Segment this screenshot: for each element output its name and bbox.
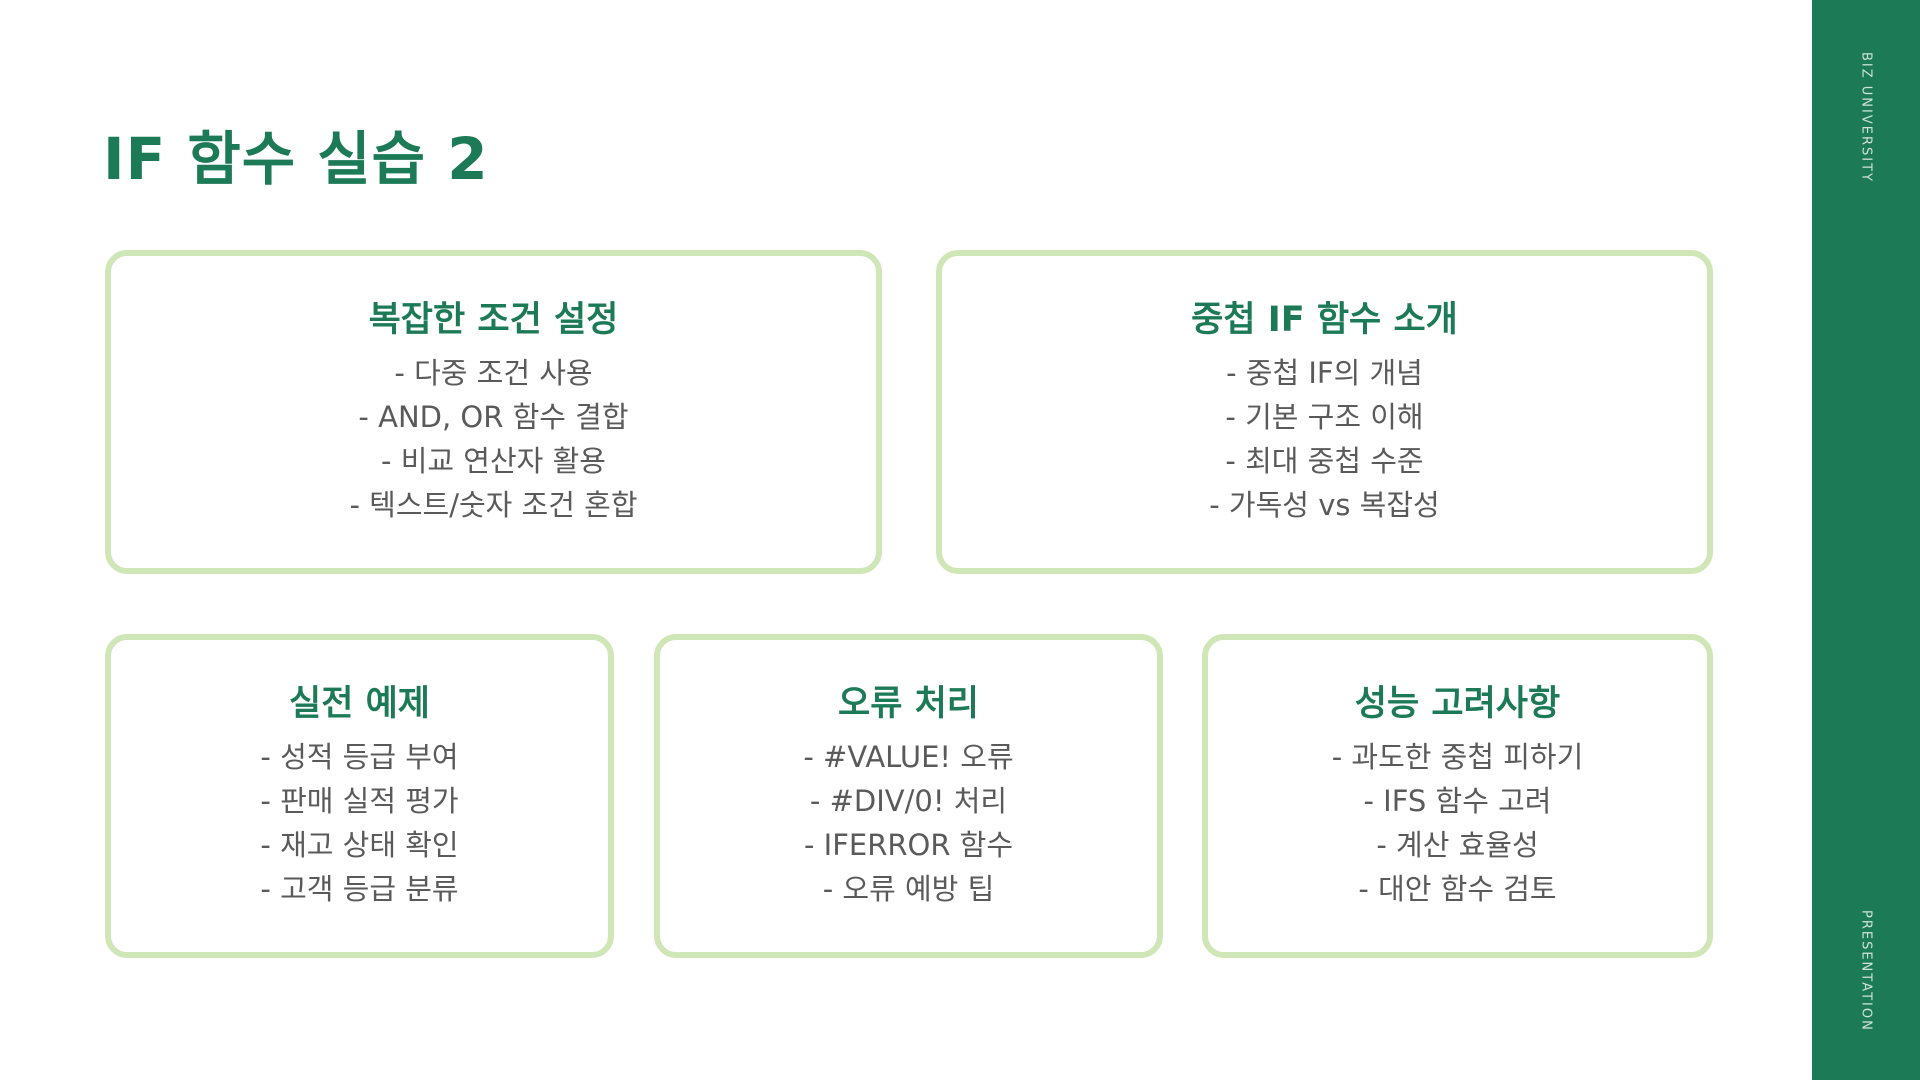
card-item: - 오류 예방 팁 (822, 872, 995, 906)
card-title: 실전 예제 (289, 684, 430, 724)
card-error-handling: 오류 처리 - #VALUE! 오류 - #DIV/0! 처리 - IFERRO… (654, 634, 1163, 958)
card-item: - 텍스트/숫자 조건 혼합 (349, 488, 638, 522)
card-item: - 기본 구조 이해 (1225, 400, 1424, 434)
card-item-list: - 과도한 중첩 피하기 - IFS 함수 고려 - 계산 효율성 - 대안 함… (1332, 735, 1584, 911)
card-item: - 대안 함수 검토 (1358, 872, 1557, 906)
card-item: - #VALUE! 오류 (803, 740, 1014, 774)
card-item: - 고객 등급 분류 (260, 872, 459, 906)
card-item: - 비교 연산자 활용 (381, 444, 606, 478)
card-item-list: - 다중 조건 사용 - AND, OR 함수 결합 - 비교 연산자 활용 -… (349, 351, 637, 527)
card-item: - 판매 실적 평가 (260, 784, 459, 818)
card-item: - IFERROR 함수 (803, 828, 1014, 862)
card-item: - 중첩 IF의 개념 (1226, 356, 1423, 390)
card-item: - 계산 효율성 (1376, 828, 1539, 862)
card-item-list: - 성적 등급 부여 - 판매 실적 평가 - 재고 상태 확인 - 고객 등급… (260, 735, 458, 911)
card-item: - #DIV/0! 처리 (809, 784, 1008, 818)
card-practical-examples: 실전 예제 - 성적 등급 부여 - 판매 실적 평가 - 재고 상태 확인 -… (105, 634, 614, 958)
card-item: - IFS 함수 고려 (1363, 784, 1552, 818)
card-item: - 재고 상태 확인 (260, 828, 459, 862)
sidebar: BIZ UNIVERSITY PRESENTATION (1812, 0, 1920, 1080)
card-item: - 다중 조건 사용 (394, 356, 593, 390)
sidebar-brand-text: BIZ UNIVERSITY (1858, 52, 1874, 183)
card-performance: 성능 고려사항 - 과도한 중첩 피하기 - IFS 함수 고려 - 계산 효율… (1202, 634, 1713, 958)
card-title: 성능 고려사항 (1354, 684, 1561, 724)
card-nested-if-intro: 중첩 IF 함수 소개 - 중첩 IF의 개념 - 기본 구조 이해 - 최대 … (936, 250, 1713, 574)
card-title: 복잡한 조건 설정 (368, 300, 619, 340)
card-item-list: - #VALUE! 오류 - #DIV/0! 처리 - IFERROR 함수 -… (803, 735, 1013, 911)
card-item: - 가독성 vs 복잡성 (1209, 488, 1440, 522)
card-item-list: - 중첩 IF의 개념 - 기본 구조 이해 - 최대 중첩 수준 - 가독성 … (1209, 351, 1439, 527)
card-complex-conditions: 복잡한 조건 설정 - 다중 조건 사용 - AND, OR 함수 결합 - 비… (105, 250, 882, 574)
card-item: - 최대 중첩 수준 (1225, 444, 1424, 478)
card-item: - 과도한 중첩 피하기 (1331, 740, 1584, 774)
card-title: 중첩 IF 함수 소개 (1191, 300, 1458, 340)
card-item: - AND, OR 함수 결합 (358, 400, 629, 434)
card-title: 오류 처리 (838, 684, 979, 724)
card-item: - 성적 등급 부여 (260, 740, 459, 774)
sidebar-presentation-text: PRESENTATION (1858, 910, 1874, 1032)
slide-title: IF 함수 실습 2 (103, 125, 489, 193)
